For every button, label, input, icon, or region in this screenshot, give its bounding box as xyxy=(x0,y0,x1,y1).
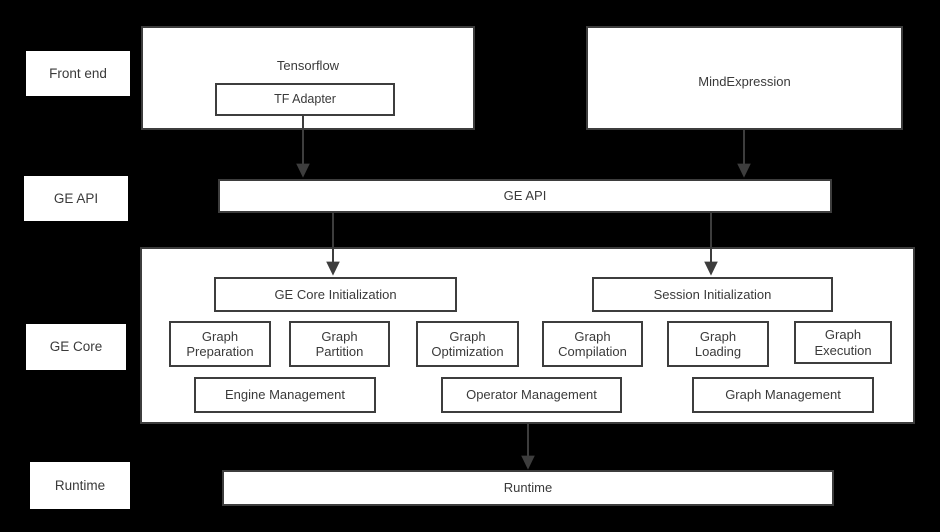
runtime-bar-label: Runtime xyxy=(503,480,553,496)
layer-label-ge-core: GE Core xyxy=(26,324,126,370)
session-initialization-label: Session Initialization xyxy=(653,286,772,302)
ge-api-bar[interactable]: GE API xyxy=(218,179,832,213)
graph-partition-label: Graph Partition xyxy=(315,328,364,359)
framework-title-tensorflow: Tensorflow xyxy=(276,58,340,73)
graph-management-box[interactable]: Graph Management xyxy=(692,377,874,413)
operator-management-label: Operator Management xyxy=(466,387,597,403)
graph-preparation-label: Graph Preparation xyxy=(186,328,254,359)
layer-label-ge-core-text: GE Core xyxy=(49,339,103,355)
graph-optimization-box[interactable]: Graph Optimization xyxy=(416,321,519,367)
graph-partition-box[interactable]: Graph Partition xyxy=(289,321,390,367)
tf-adapter-box[interactable]: TF Adapter xyxy=(215,83,395,116)
layer-label-ge-api: GE API xyxy=(24,176,128,221)
session-initialization-box[interactable]: Session Initialization xyxy=(592,277,833,312)
graph-optimization-label: Graph Optimization xyxy=(431,328,504,359)
ge-api-bar-label: GE API xyxy=(503,188,547,204)
framework-container-tensorflow: Tensorflow TF Adapter xyxy=(141,26,475,130)
ge-core-container: GE Core Initialization Session Initializ… xyxy=(140,247,915,424)
ge-core-initialization-label: GE Core Initialization xyxy=(274,286,397,302)
framework-title-mindexpression: MindExpression xyxy=(698,74,791,89)
graph-management-label: Graph Management xyxy=(725,387,841,403)
layer-label-front-end-text: Front end xyxy=(49,65,107,81)
graph-execution-box[interactable]: Graph Execution xyxy=(794,321,892,364)
framework-container-mindexpression: MindExpression xyxy=(586,26,903,130)
engine-management-box[interactable]: Engine Management xyxy=(194,377,376,413)
ge-core-initialization-box[interactable]: GE Core Initialization xyxy=(214,277,457,312)
graph-preparation-box[interactable]: Graph Preparation xyxy=(169,321,271,367)
layer-label-runtime-text: Runtime xyxy=(54,477,106,493)
layer-label-runtime: Runtime xyxy=(30,462,130,509)
graph-execution-label: Graph Execution xyxy=(814,327,872,358)
layer-label-front-end: Front end xyxy=(26,51,130,96)
graph-compilation-label: Graph Compilation xyxy=(558,328,627,359)
graph-compilation-box[interactable]: Graph Compilation xyxy=(542,321,643,367)
operator-management-box[interactable]: Operator Management xyxy=(441,377,622,413)
runtime-bar[interactable]: Runtime xyxy=(222,470,834,506)
tf-adapter-label: TF Adapter xyxy=(274,92,336,107)
engine-management-label: Engine Management xyxy=(225,387,345,403)
graph-loading-box[interactable]: Graph Loading xyxy=(667,321,769,367)
graph-loading-label: Graph Loading xyxy=(694,328,742,359)
layer-label-ge-api-text: GE API xyxy=(53,190,99,206)
